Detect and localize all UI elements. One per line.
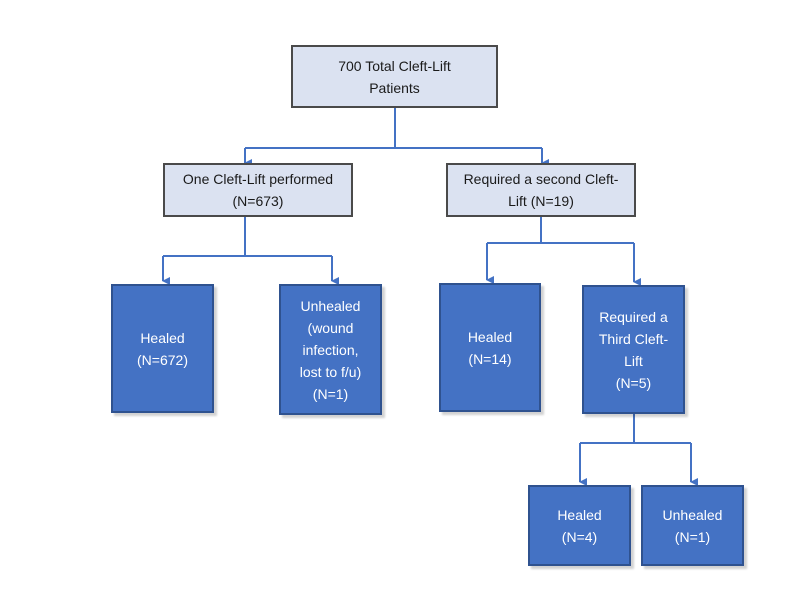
node-root-label: 700 Total Cleft-Lift Patients — [338, 57, 451, 96]
node-healed-14: Healed (N=14) — [439, 283, 541, 412]
node-healed-672: Healed (N=672) — [111, 284, 214, 413]
node-second-cleft-lift-label: Required a second Cleft- Lift (N=19) — [463, 171, 619, 209]
node-third-cleft-lift-label: Required a Third Cleft- Lift (N=5) — [598, 308, 669, 391]
node-healed-672-label: Healed (N=672) — [137, 329, 188, 368]
node-third-cleft-lift: Required a Third Cleft- Lift (N=5) — [582, 285, 685, 414]
node-unhealed-1b-label: Unhealed (N=1) — [662, 506, 723, 545]
node-unhealed-1: Unhealed (wound infection, lost to f/u) … — [279, 284, 382, 415]
node-healed-4: Healed (N=4) — [528, 485, 631, 566]
node-one-cleft-lift: One Cleft-Lift performed (N=673) — [163, 163, 353, 217]
node-unhealed-1b: Unhealed (N=1) — [641, 485, 744, 566]
node-unhealed-1-label: Unhealed (wound infection, lost to f/u) … — [299, 297, 362, 402]
node-healed-4-label: Healed (N=4) — [557, 506, 602, 545]
node-second-cleft-lift: Required a second Cleft- Lift (N=19) — [446, 163, 636, 217]
node-root: 700 Total Cleft-Lift Patients — [291, 45, 498, 108]
node-healed-14-label: Healed (N=14) — [467, 328, 513, 367]
node-one-cleft-lift-label: One Cleft-Lift performed (N=673) — [182, 171, 334, 209]
